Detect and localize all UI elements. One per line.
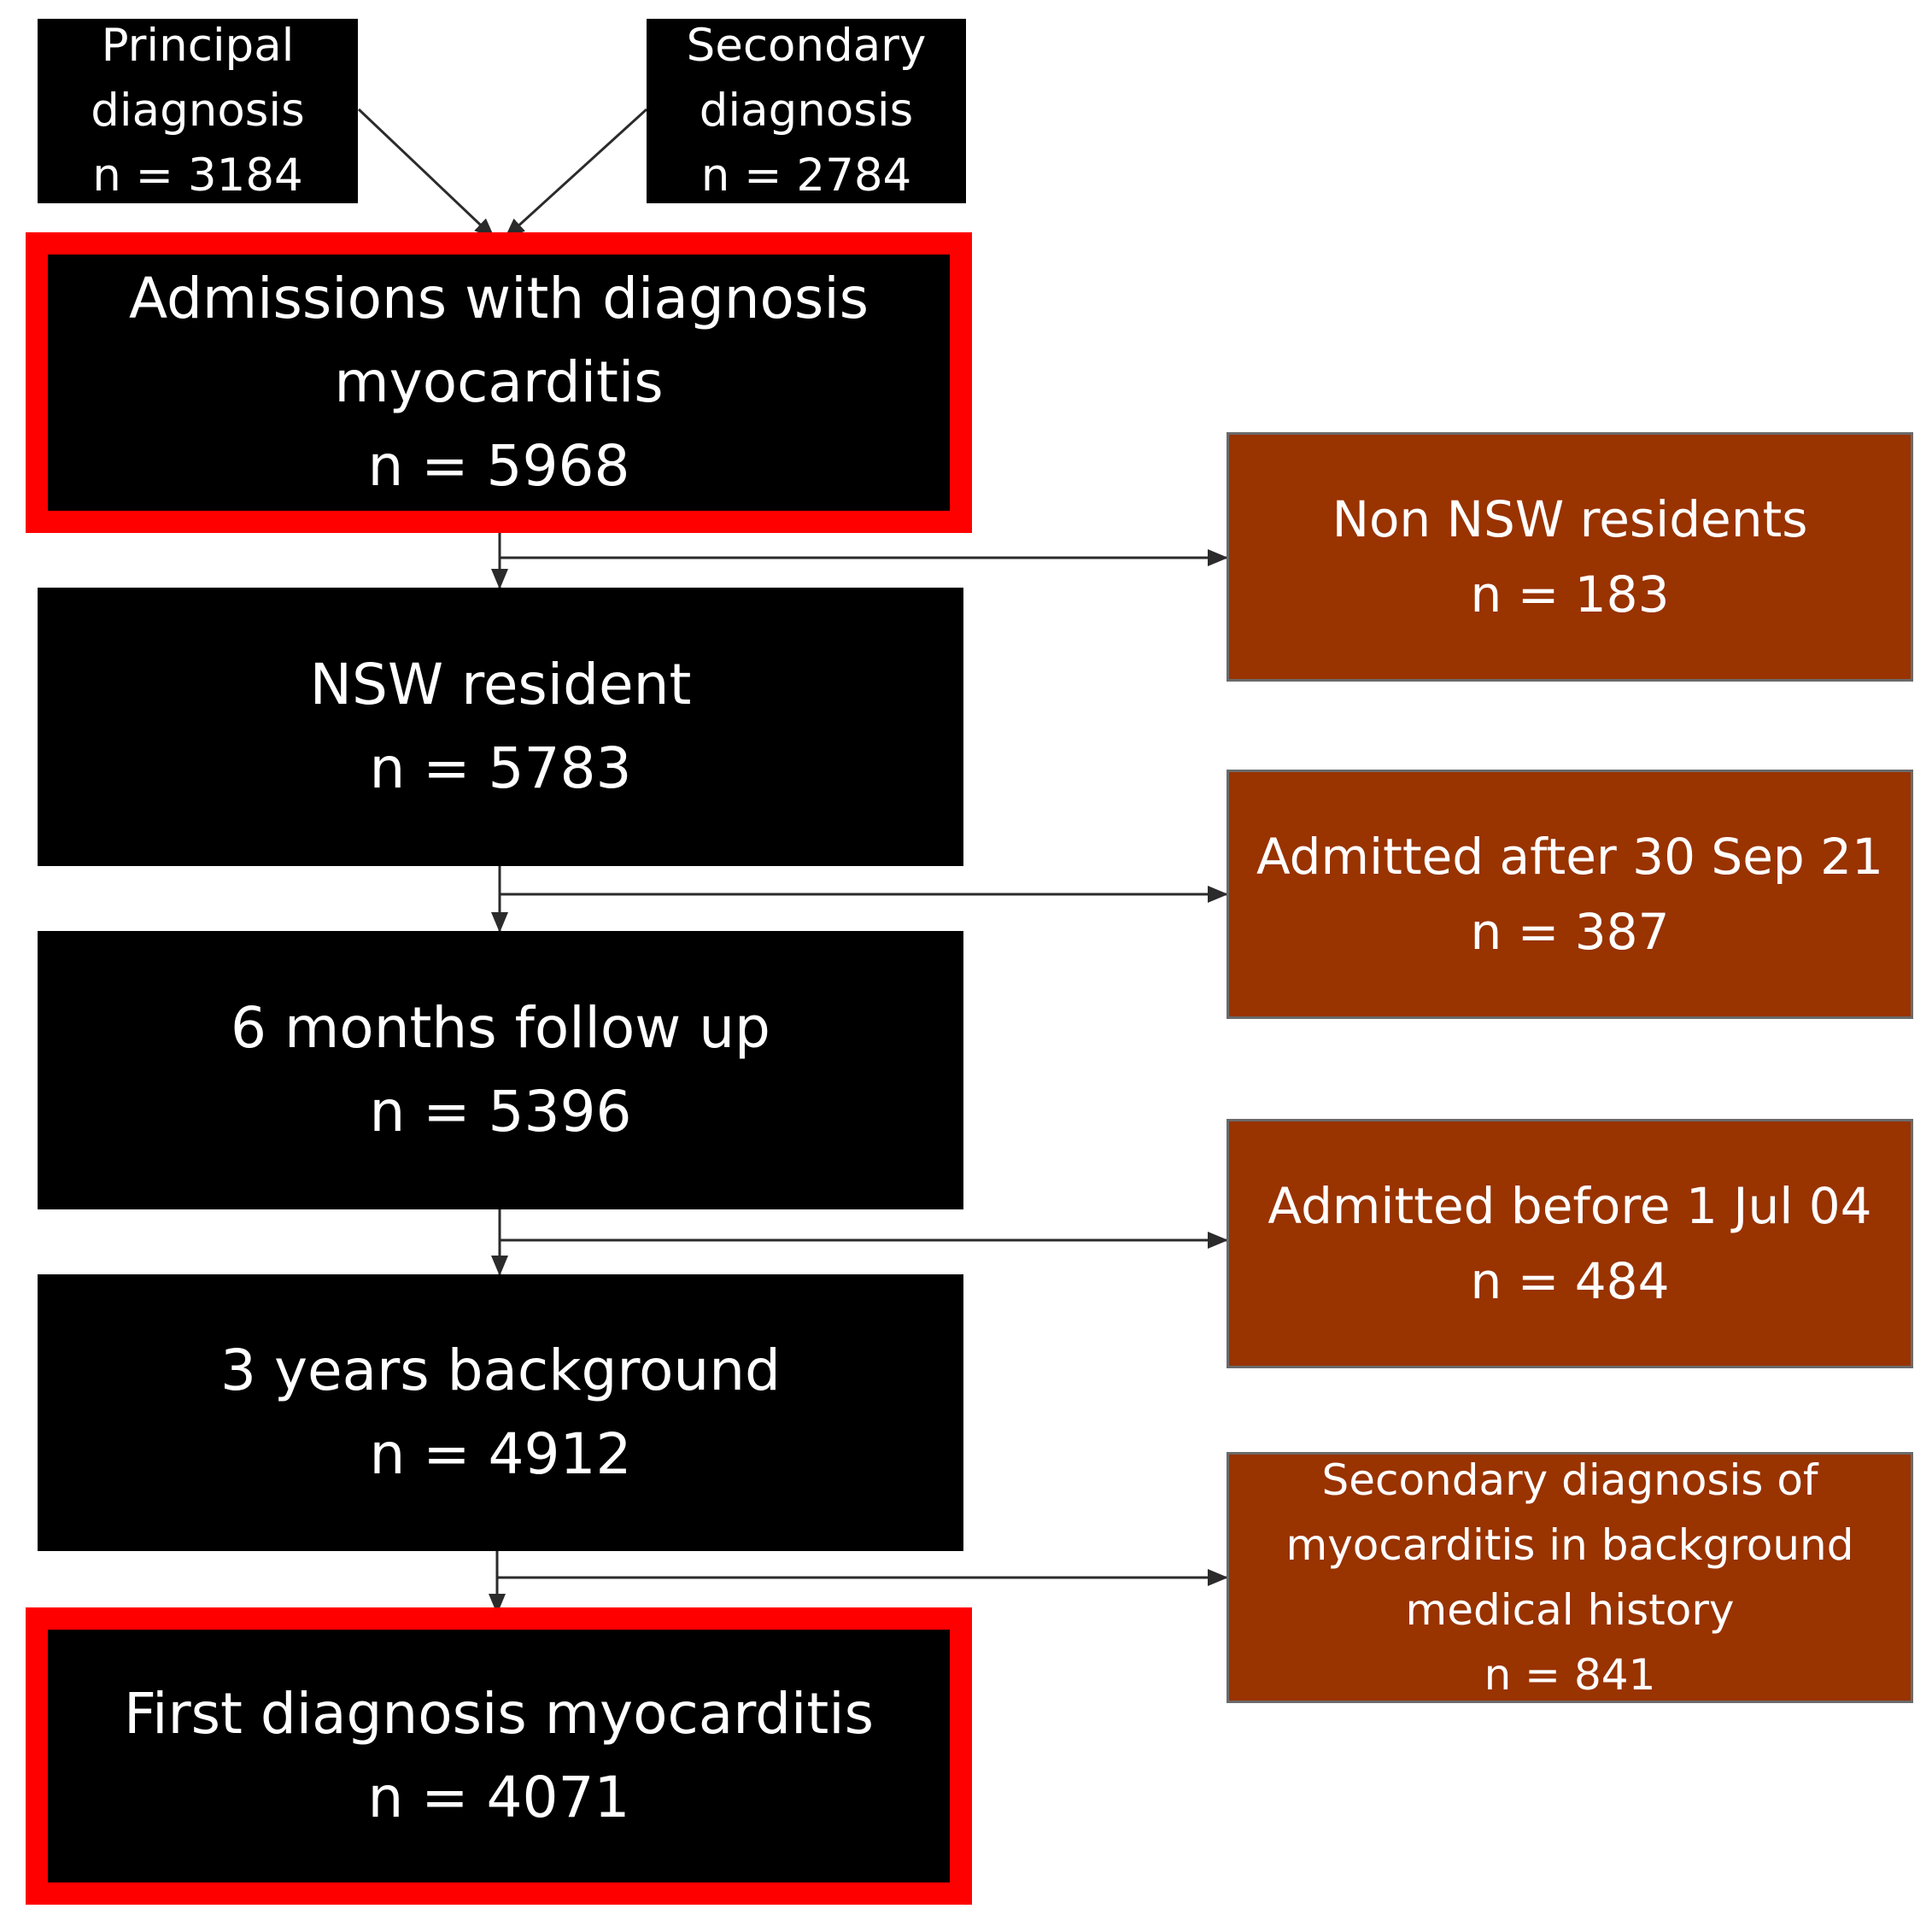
exclusion-after-date-count: n = 387 [1470,903,1670,961]
exclusion-history-line-2: myocarditis in background [1285,1520,1854,1570]
secondary-count: n = 2784 [700,149,912,202]
step-background-count: n = 4912 [369,1421,632,1487]
step-admissions-box: Admissions with diagnosis myocarditis n … [26,232,972,533]
step-nsw-resident-box: NSW resident n = 5783 [38,588,963,866]
step-background-label: 3 years background [220,1338,781,1403]
step-follow-up-box: 6 months follow up n = 5396 [38,931,963,1209]
step-follow-up-label: 6 months follow up [231,995,770,1061]
arrow-principal-to-admissions [357,108,495,239]
principal-line-1: Principal [101,20,295,72]
principal-line-2: diagnosis [91,85,305,137]
exclusion-history-line-1: Secondary diagnosis of [1321,1455,1818,1505]
exclusion-after-date-box: Admitted after 30 Sep 21 n = 387 [1227,770,1913,1019]
exclusion-after-date-label: Admitted after 30 Sep 21 [1256,828,1883,886]
step-nsw-resident-label: NSW resident [309,652,692,717]
secondary-line-1: Secondary [686,20,927,72]
exclusion-non-nsw-box: Non NSW residents n = 183 [1227,432,1913,682]
exclusion-before-date-count: n = 484 [1470,1252,1670,1310]
secondary-line-2: diagnosis [699,85,914,137]
step-follow-up-count: n = 5396 [369,1079,632,1145]
step-admissions-line-1: Admissions with diagnosis [128,266,869,331]
step-first-diagnosis-count: n = 4071 [367,1765,630,1830]
step-first-diagnosis-box: First diagnosis myocarditis n = 4071 [26,1607,972,1905]
exclusion-before-date-box: Admitted before 1 Jul 04 n = 484 [1227,1119,1913,1368]
exclusion-before-date-label: Admitted before 1 Jul 04 [1268,1177,1872,1235]
exclusion-non-nsw-label: Non NSW residents [1332,490,1808,548]
step-first-diagnosis-label: First diagnosis myocarditis [123,1681,874,1747]
step-admissions-count: n = 5968 [367,433,630,499]
principal-count: n = 3184 [92,149,303,202]
arrow-secondary-to-admissions [504,108,648,239]
exclusion-background-history-box: Secondary diagnosis of myocarditis in ba… [1227,1452,1913,1703]
step-background-box: 3 years background n = 4912 [38,1274,963,1551]
exclusion-non-nsw-count: n = 183 [1470,565,1670,624]
exclusion-history-line-3: medical history [1405,1585,1735,1635]
step-admissions-line-2: myocarditis [334,349,664,415]
secondary-diagnosis-box: Secondary diagnosis n = 2784 [647,19,966,203]
step-nsw-resident-count: n = 5783 [369,735,632,801]
exclusion-history-count: n = 841 [1484,1650,1656,1700]
principal-diagnosis-box: Principal diagnosis n = 3184 [38,19,358,203]
